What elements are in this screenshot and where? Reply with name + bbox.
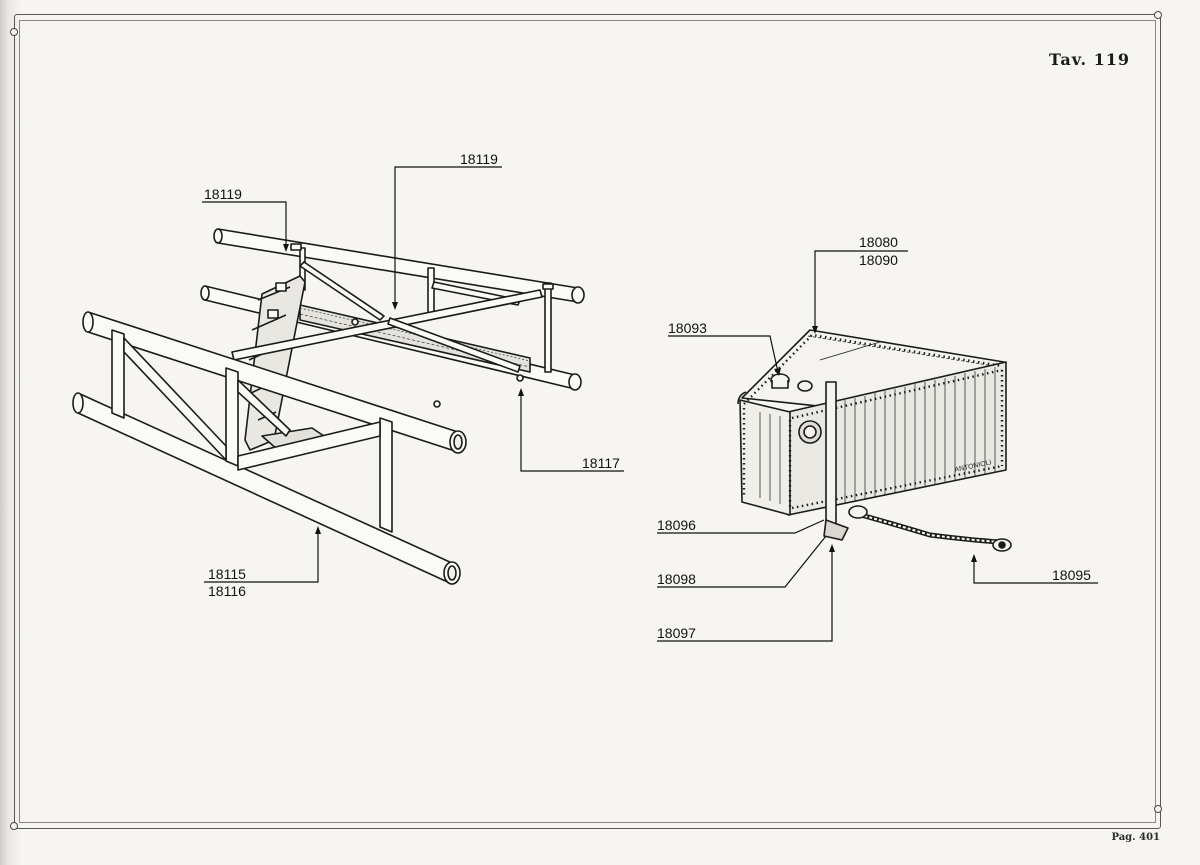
callout-18080: 18080: [859, 234, 898, 250]
page-number: Pag. 401: [1111, 832, 1160, 843]
plate-title: Tav. 119: [1049, 50, 1130, 69]
callout-18117: 18117: [582, 455, 620, 471]
callout-18116: 18116: [208, 583, 246, 599]
page-border-outer: [14, 14, 1161, 829]
callout-18096: 18096: [657, 517, 696, 533]
callout-18090: 18090: [859, 252, 898, 268]
leader-arrowheads: [283, 244, 977, 562]
callout-18115: 18115: [208, 566, 246, 582]
subframe-drawing: [72, 228, 585, 585]
callout-18119-center: 18119: [460, 151, 498, 167]
corner-ornament: [10, 822, 18, 830]
corner-ornament: [1154, 805, 1162, 813]
callout-18093: 18093: [668, 320, 707, 336]
callout-18097: 18097: [657, 625, 696, 641]
callout-18119-left: 18119: [204, 186, 242, 202]
page-border-inner: [19, 20, 1156, 823]
corner-ornament: [1154, 11, 1162, 19]
callout-18095: 18095: [1052, 567, 1091, 583]
fuel-tank-drawing: [737, 329, 1012, 552]
callout-18098: 18098: [657, 571, 696, 587]
corner-ornament: [10, 28, 18, 36]
leader-lines: [202, 166, 1098, 642]
